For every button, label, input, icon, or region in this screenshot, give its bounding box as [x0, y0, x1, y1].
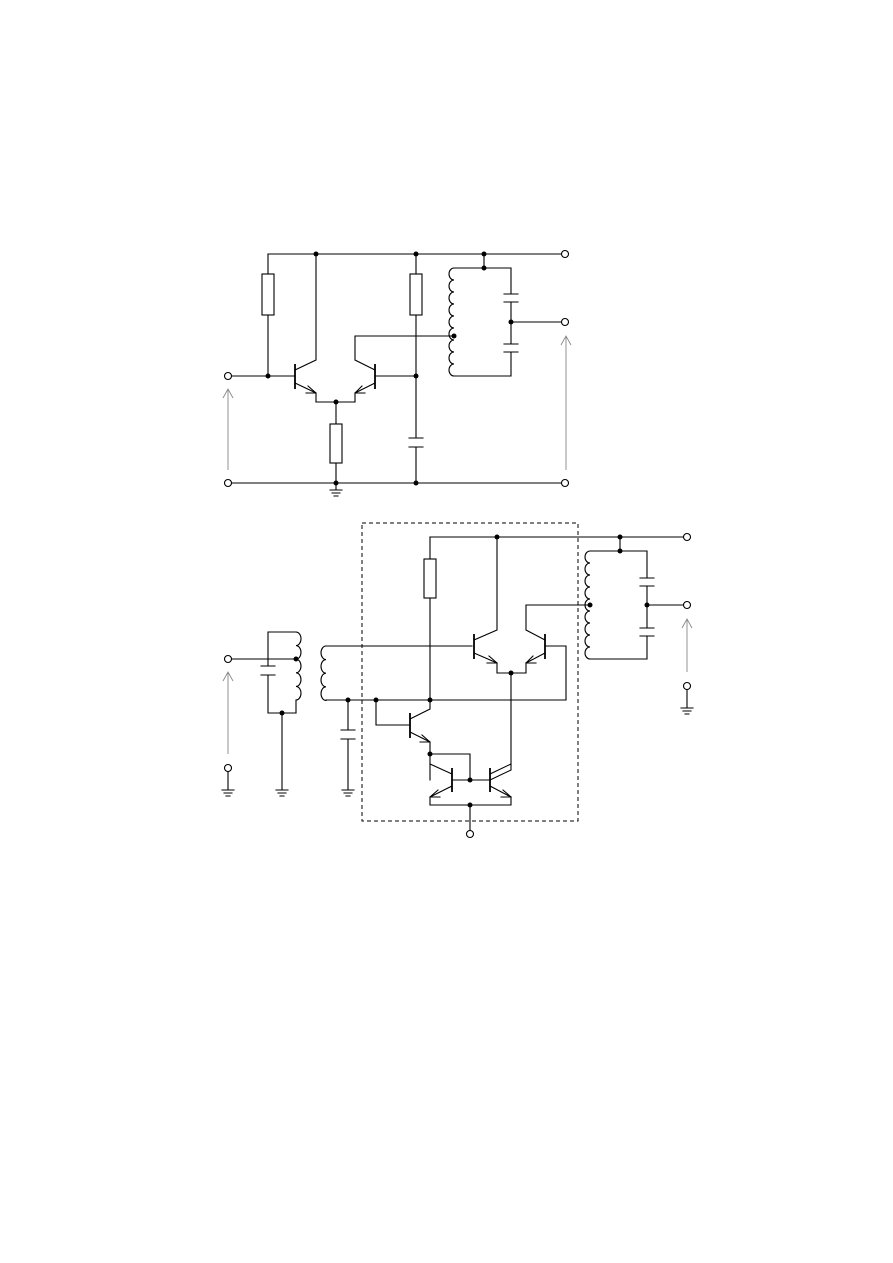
bias-resistor-left: [261, 273, 275, 316]
bias-resistor-right: [409, 273, 423, 316]
junction-dot: [494, 534, 500, 540]
ground-terminal-left: [223, 478, 233, 488]
ground-terminal-right: [560, 478, 570, 488]
junction-dot: [427, 751, 433, 757]
supply-terminal: [560, 249, 570, 259]
junction-dot: [644, 602, 650, 608]
tapped-inductor-1: [448, 267, 455, 377]
junction-dot: [508, 319, 514, 325]
junction-dot: [413, 251, 419, 257]
junction-dot: [617, 534, 623, 540]
transistor-t5: [489, 763, 512, 798]
input-terminal: [223, 371, 233, 381]
junction-dot: [481, 251, 487, 257]
tank-wire: [589, 536, 648, 660]
input-voltage-arrow: [222, 671, 234, 754]
output-voltage-arrow: [560, 335, 572, 470]
ground-symbol: [341, 789, 355, 797]
junction-dot: [427, 697, 433, 703]
transformer-primary: [295, 631, 302, 714]
ic-boundary: [361, 522, 579, 822]
bias-terminal: [465, 829, 475, 839]
input-ground-terminal: [223, 763, 233, 773]
input-tank-capacitor: [260, 665, 276, 676]
junction-dot: [293, 656, 299, 662]
transistor-t2: [525, 604, 591, 664]
transistor-t1: [473, 536, 527, 674]
ground-symbol: [329, 482, 343, 497]
junction-dot: [413, 373, 419, 379]
junction-dot: [373, 697, 379, 703]
junction-dot: [279, 710, 285, 716]
tank-top-wire: [453, 253, 512, 377]
transistor-t3: [375, 699, 431, 781]
ground-symbol: [221, 771, 235, 797]
input-voltage-arrow: [222, 388, 234, 470]
ground-symbol: [275, 789, 289, 797]
junction-dot: [617, 548, 623, 554]
transistor-t2: [354, 335, 455, 403]
bias-resistor: [423, 558, 437, 599]
secondary-bottom-wire: [325, 645, 567, 701]
junction-dot: [481, 265, 487, 271]
junction-dot: [333, 399, 339, 405]
circuit-differential-amplifier: [222, 249, 572, 497]
mirror-wire: [429, 672, 512, 781]
input-tank-wire: [267, 631, 297, 791]
output-terminal: [560, 317, 570, 327]
supply-terminal: [682, 532, 692, 542]
output-voltage-arrow: [681, 618, 693, 672]
output-terminal: [682, 600, 692, 610]
bypass-capacitor: [408, 437, 424, 448]
ground-symbol: [680, 689, 694, 715]
tank-capacitors-1: [503, 293, 519, 353]
tail-resistor: [329, 423, 343, 464]
tapped-inductor-2: [584, 550, 591, 660]
junction-dot: [413, 480, 419, 486]
junction-dot: [345, 697, 351, 703]
junction-dot: [508, 670, 514, 676]
decoupling-capacitor: [340, 729, 356, 740]
junction-dot: [587, 602, 593, 608]
junction-dot: [451, 333, 457, 339]
circuit-integrated-differential-amplifier: [221, 522, 694, 839]
output-ground-terminal: [682, 681, 692, 691]
transformer-secondary: [320, 645, 327, 701]
input-terminal: [223, 654, 233, 664]
junction-dot: [467, 802, 473, 808]
junction-dot: [265, 373, 271, 379]
junction-dot: [467, 777, 473, 783]
junction-dot: [313, 251, 319, 257]
tank-capacitors-2: [639, 577, 655, 637]
junction-dot: [333, 480, 339, 486]
transistor-t1: [294, 253, 317, 403]
